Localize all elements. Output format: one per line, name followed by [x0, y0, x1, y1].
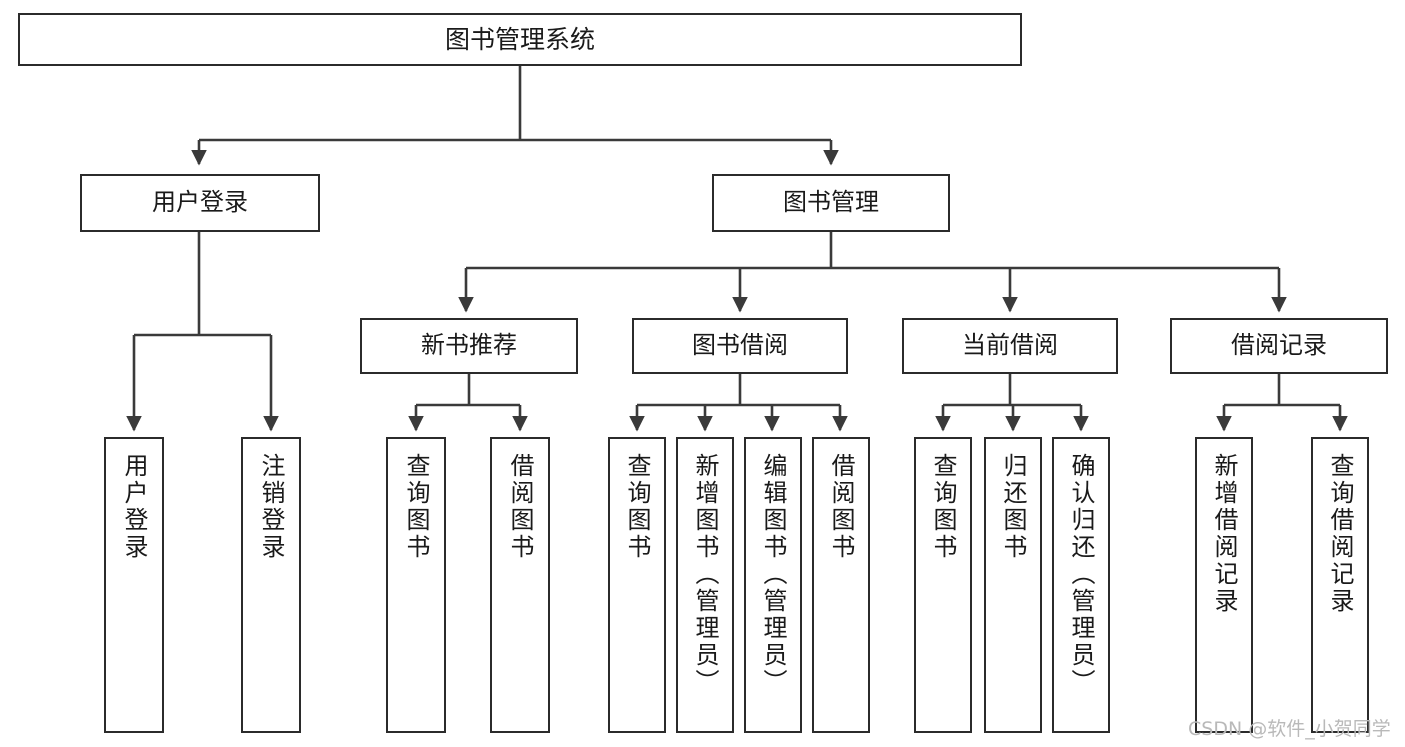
leaf-book-borrow-add-book-admin[interactable]: 新增图书（管理员） [676, 437, 734, 733]
node-borrow-record[interactable]: 借阅记录 [1170, 318, 1388, 374]
leaf-borrow-record-add-record[interactable]: 新增借阅记录 [1195, 437, 1253, 733]
node-label: 确认归还（管理员） [1067, 453, 1095, 696]
node-label: 借阅图书 [506, 453, 534, 561]
node-label: 图书管理系统 [444, 25, 595, 54]
node-label: 用户登录 [120, 453, 148, 561]
leaf-book-borrow-edit-book-admin[interactable]: 编辑图书（管理员） [744, 437, 802, 733]
leaf-current-borrow-query-book[interactable]: 查询图书 [914, 437, 972, 733]
node-label: 图书管理 [783, 188, 879, 217]
node-label: 新增借阅记录 [1210, 453, 1238, 615]
node-label: 查询图书 [402, 453, 430, 561]
leaf-book-borrow-borrow-book[interactable]: 借阅图书 [812, 437, 870, 733]
node-new-book-recommend[interactable]: 新书推荐 [360, 318, 578, 374]
node-user-login[interactable]: 用户登录 [80, 174, 320, 232]
node-label: 编辑图书（管理员） [759, 453, 787, 696]
node-label: 借阅图书 [827, 453, 855, 561]
watermark-text: CSDN @软件_小贺同学 [1188, 718, 1391, 740]
leaf-user-login-login[interactable]: 用户登录 [104, 437, 164, 733]
leaf-current-borrow-confirm-return-admin[interactable]: 确认归还（管理员） [1052, 437, 1110, 733]
node-label: 用户登录 [152, 188, 248, 217]
leaf-borrow-record-query-record[interactable]: 查询借阅记录 [1311, 437, 1369, 733]
leaf-new-book-borrow-book[interactable]: 借阅图书 [490, 437, 550, 733]
node-label: 查询图书 [929, 453, 957, 561]
leaf-book-borrow-query-book[interactable]: 查询图书 [608, 437, 666, 733]
leaf-user-login-logout[interactable]: 注销登录 [241, 437, 301, 733]
node-book-borrow[interactable]: 图书借阅 [632, 318, 848, 374]
node-label: 图书借阅 [692, 331, 788, 360]
node-label: 归还图书 [999, 453, 1027, 561]
node-root-book-management-system[interactable]: 图书管理系统 [18, 13, 1022, 66]
node-label: 注销登录 [257, 453, 285, 561]
node-label: 新增图书（管理员） [691, 453, 719, 696]
node-label: 当前借阅 [962, 331, 1058, 360]
node-label: 新书推荐 [421, 331, 517, 360]
node-current-borrow[interactable]: 当前借阅 [902, 318, 1118, 374]
leaf-new-book-query-book[interactable]: 查询图书 [386, 437, 446, 733]
node-label: 借阅记录 [1231, 331, 1327, 360]
node-book-management[interactable]: 图书管理 [712, 174, 950, 232]
node-label: 查询借阅记录 [1326, 453, 1354, 615]
node-label: 查询图书 [623, 453, 651, 561]
leaf-current-borrow-return-book[interactable]: 归还图书 [984, 437, 1042, 733]
